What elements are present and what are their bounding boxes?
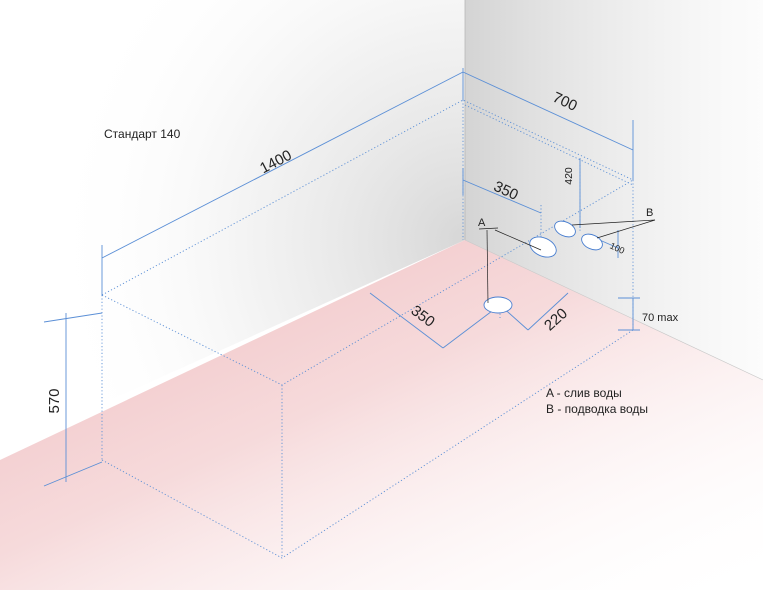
callout-leaders bbox=[478, 219, 656, 304]
label-drain-height: 70 max bbox=[642, 312, 679, 324]
drain-hole-wall bbox=[529, 236, 557, 258]
drain-hole-floor bbox=[483, 296, 513, 314]
leader-b-2 bbox=[596, 219, 656, 239]
dim-line-inlet-offset bbox=[462, 179, 542, 214]
callout-b: B bbox=[646, 207, 653, 219]
legend-b: B - подводка воды bbox=[546, 402, 648, 416]
tub-bottom-edges bbox=[101, 329, 634, 559]
back-wall bbox=[0, 0, 465, 450]
holes bbox=[483, 220, 603, 314]
leader-a-wall bbox=[494, 229, 542, 251]
dim-line-drain-offset bbox=[527, 292, 569, 331]
label-inlet-height: 420 bbox=[563, 167, 575, 185]
callout-a: A bbox=[478, 217, 486, 229]
dim-ext-height-bottom bbox=[43, 461, 103, 487]
dim-line-length bbox=[101, 71, 464, 259]
dim-ext-height-top bbox=[43, 312, 103, 323]
floor bbox=[0, 240, 763, 590]
floor-edge-right bbox=[464, 239, 763, 381]
legend-a: A - слив воды bbox=[546, 386, 622, 400]
dim-line-drain-from-end bbox=[369, 292, 444, 349]
water-inlet-1 bbox=[554, 220, 576, 238]
label-height: 570 bbox=[46, 388, 63, 413]
tub-top-back-edges bbox=[101, 99, 634, 296]
leader-b-1 bbox=[571, 219, 656, 226]
dim-line-width bbox=[462, 71, 634, 151]
leader-a-underline bbox=[478, 227, 499, 230]
inlet-wall-line bbox=[464, 104, 634, 186]
leader-a-floor bbox=[486, 229, 489, 304]
right-wall bbox=[465, 0, 763, 380]
diagram-title: Стандарт 140 bbox=[104, 127, 181, 141]
dimension-lines bbox=[43, 68, 640, 487]
